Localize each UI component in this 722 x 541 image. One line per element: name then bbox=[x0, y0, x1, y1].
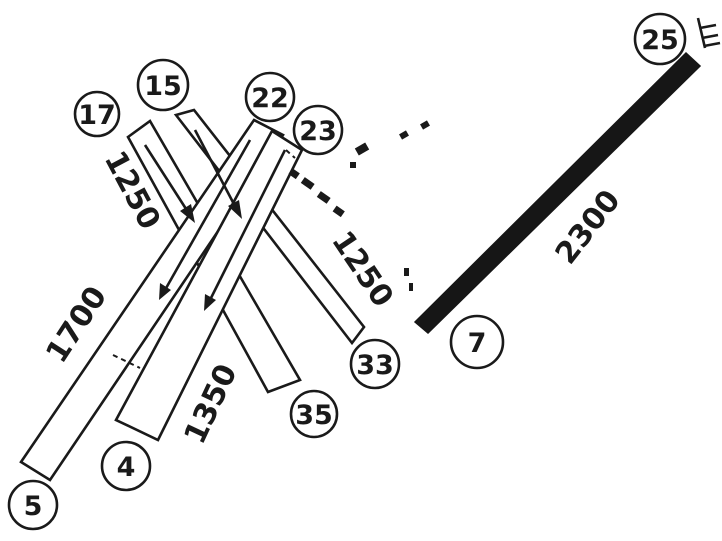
runway-number-7: 7 bbox=[449, 314, 505, 370]
runway-number-22: 22 bbox=[244, 71, 296, 123]
svg-text:23: 23 bbox=[299, 116, 337, 147]
runway-number-25: 25 bbox=[633, 12, 687, 66]
svg-text:5: 5 bbox=[24, 491, 43, 522]
svg-text:15: 15 bbox=[144, 71, 182, 102]
dashed-line-upper bbox=[285, 149, 296, 159]
runway-number-15: 15 bbox=[136, 58, 190, 112]
svg-text:33: 33 bbox=[356, 350, 394, 381]
runway-number-4: 4 bbox=[100, 440, 152, 492]
obstruction-marks bbox=[288, 120, 430, 291]
svg-text:22: 22 bbox=[251, 83, 289, 114]
svg-text:35: 35 bbox=[295, 400, 333, 431]
runway-number-5: 5 bbox=[7, 479, 59, 531]
svg-text:4: 4 bbox=[117, 452, 136, 483]
runway-7-25-end-marking bbox=[696, 17, 721, 49]
arrow-22 bbox=[159, 139, 252, 300]
runway-number-35: 35 bbox=[289, 389, 339, 439]
dashed-line-left bbox=[112, 354, 141, 369]
runway-7-25 bbox=[413, 51, 702, 335]
runway-number-17: 17 bbox=[73, 90, 121, 138]
svg-text:25: 25 bbox=[641, 25, 679, 56]
arrow-15 bbox=[193, 129, 242, 219]
svg-text:7: 7 bbox=[468, 328, 487, 359]
arrow-23 bbox=[204, 149, 287, 311]
runway-5-23 bbox=[19, 118, 285, 482]
runway-number-23: 23 bbox=[292, 104, 344, 156]
runway-number-33: 33 bbox=[349, 338, 401, 390]
arrow-17 bbox=[143, 144, 195, 223]
svg-text:17: 17 bbox=[78, 100, 116, 131]
